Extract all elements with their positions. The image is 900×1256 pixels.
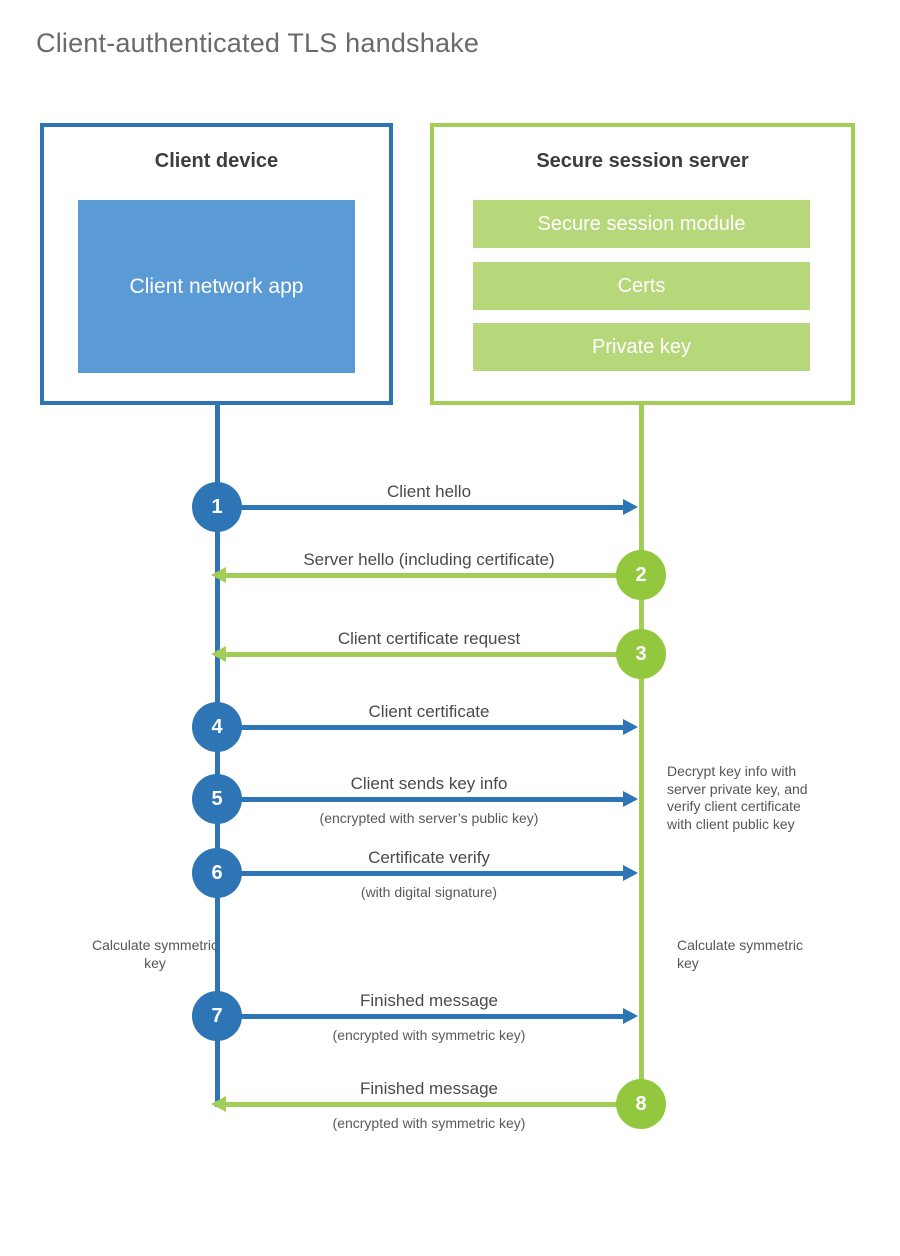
- message-sublabel: (with digital signature): [360, 884, 498, 900]
- server-lifeline: [639, 405, 644, 1106]
- client-network-app-label: Client network app: [129, 274, 304, 298]
- private-key-bar: Private key: [473, 323, 810, 371]
- arrowhead-left-icon: [211, 646, 226, 662]
- step-badge: 7: [192, 991, 242, 1041]
- message-label: Certificate verify: [368, 848, 490, 867]
- arrowhead-right-icon: [623, 865, 638, 881]
- step-badge: 8: [616, 1079, 666, 1129]
- arrowhead-right-icon: [623, 791, 638, 807]
- arrowhead-right-icon: [623, 719, 638, 735]
- message-label: Server hello (including certificate): [303, 550, 555, 569]
- arrowhead-right-icon: [623, 1008, 638, 1024]
- step-badge: 4: [192, 702, 242, 752]
- message-arrow-line: [217, 725, 623, 730]
- arrowhead-left-icon: [211, 1096, 226, 1112]
- message-arrow-line: [226, 652, 641, 657]
- client-network-app-box: Client network app: [78, 200, 355, 373]
- message-sublabel: (encrypted with server’s public key): [319, 810, 539, 826]
- message-arrow-line: [226, 573, 641, 578]
- message-label: Client certificate request: [337, 629, 521, 648]
- client-device-box: Client device Client network app: [40, 123, 393, 405]
- step-badge: 3: [616, 629, 666, 679]
- message-arrow-line: [217, 1014, 623, 1019]
- step-badge: 6: [192, 848, 242, 898]
- message-arrow-line: [217, 871, 623, 876]
- step-badge: 2: [616, 550, 666, 600]
- certs-bar: Certs: [473, 262, 810, 310]
- secure-session-module-bar: Secure session module: [473, 200, 810, 248]
- calculate-symmetric-key-note-server: Calculate symmetric key: [677, 937, 804, 971]
- page-title: Client-authenticated TLS handshake: [36, 28, 480, 58]
- message-label: Client certificate: [368, 702, 490, 721]
- message-arrow-line: [217, 505, 623, 510]
- message-arrow-line: [217, 797, 623, 802]
- step-badge: 1: [192, 482, 242, 532]
- message-label: Finished message: [360, 991, 498, 1010]
- message-sublabel: (encrypted with symmetric key): [332, 1027, 526, 1043]
- message-label: Client sends key info: [350, 774, 508, 793]
- message-label: Client hello: [386, 482, 472, 501]
- secure-session-server-box: Secure session server Secure session mod…: [430, 123, 855, 405]
- decrypt-note: Decrypt key info with server private key…: [667, 763, 808, 832]
- message-sublabel: (encrypted with symmetric key): [332, 1115, 526, 1131]
- client-lifeline: [215, 405, 220, 1107]
- calculate-symmetric-key-note-client: Calculate symmetric key: [91, 937, 219, 971]
- arrowhead-right-icon: [623, 499, 638, 515]
- message-arrow-line: [226, 1102, 641, 1107]
- step-badge: 5: [192, 774, 242, 824]
- client-device-title: Client device: [154, 150, 279, 172]
- arrowhead-left-icon: [211, 567, 226, 583]
- secure-session-server-title: Secure session server: [536, 150, 749, 172]
- message-label: Finished message: [360, 1079, 498, 1098]
